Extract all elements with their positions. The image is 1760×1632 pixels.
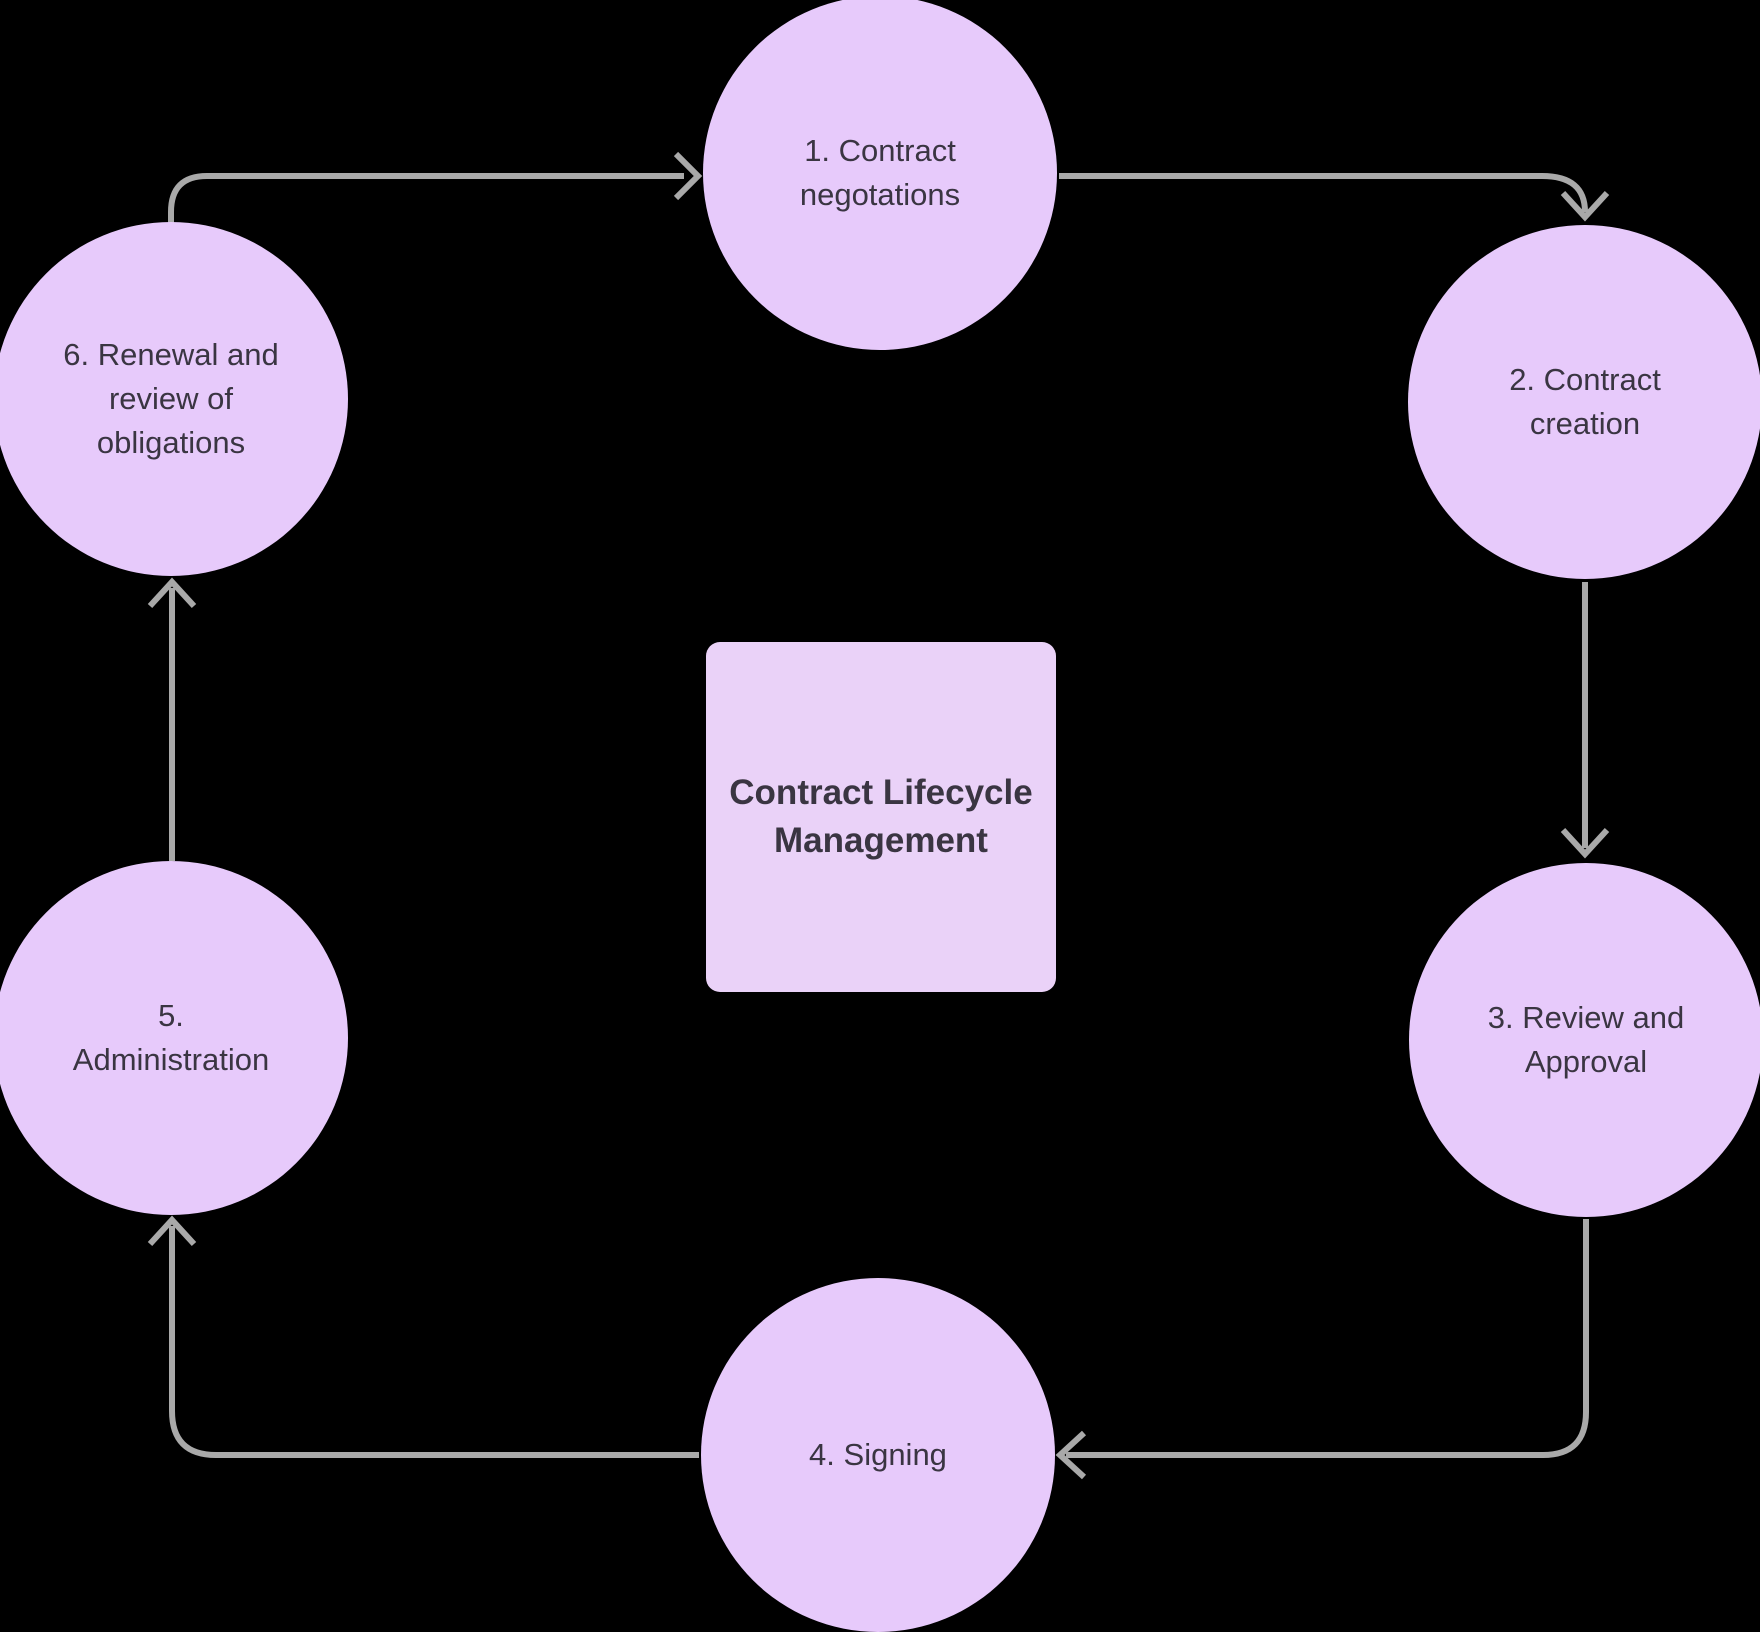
arrow-6-to-1: [168, 151, 703, 226]
node-step-1-label: 1. Contract negotations: [799, 133, 961, 212]
center-box: Contract Lifecycle Management: [706, 642, 1056, 992]
node-step-3: 3. Review and Approval: [1409, 863, 1760, 1217]
node-step-6: 6. Renewal and review of obligations: [0, 222, 348, 576]
node-step-1: 1. Contract negotations: [703, 0, 1057, 350]
node-step-5: 5. Administration: [0, 861, 348, 1215]
arrow-5-to-6: [147, 577, 197, 861]
arrow-4-to-5: [147, 1215, 699, 1458]
arrow-2-to-3: [1560, 582, 1610, 859]
node-step-2-label: 2. Contract creation: [1509, 362, 1661, 441]
arrow-1-to-2: [1059, 173, 1610, 222]
node-step-6-label: 6. Renewal and review of obligations: [63, 337, 279, 460]
arrow-3-to-4: [1055, 1219, 1589, 1480]
node-step-3-label: 3. Review and Approval: [1487, 1000, 1685, 1079]
node-step-2: 2. Contract creation: [1408, 225, 1760, 579]
center-title: Contract Lifecycle Management: [729, 773, 1033, 860]
node-step-5-label: 5. Administration: [72, 998, 270, 1077]
node-step-4: 4. Signing: [701, 1278, 1055, 1632]
node-step-4-label: 4. Signing: [809, 1437, 947, 1472]
